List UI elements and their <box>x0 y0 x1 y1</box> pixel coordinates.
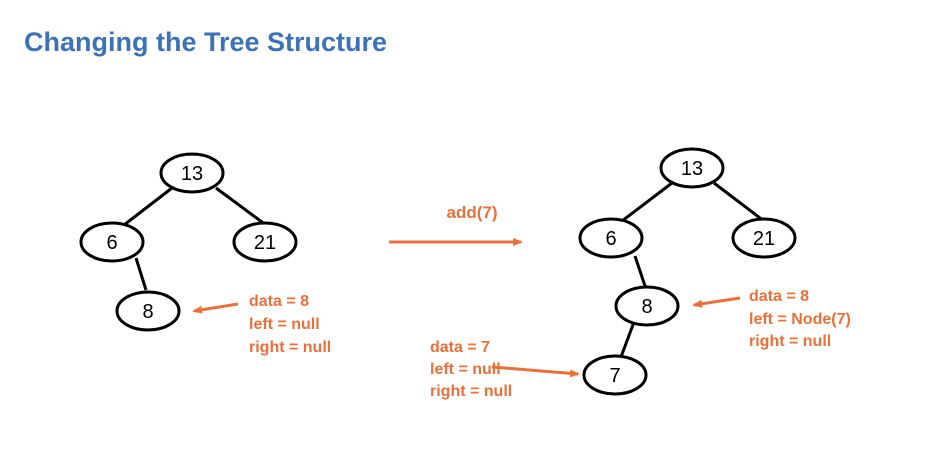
operation: add(7) <box>389 203 523 246</box>
edge-6-8 <box>134 257 148 291</box>
tree-node: 8 <box>614 285 680 327</box>
tree-node: 6 <box>79 221 145 263</box>
edge-13-6 <box>621 181 673 223</box>
node-label: 8 <box>142 301 153 323</box>
edge-13-21 <box>713 181 765 223</box>
tree-node: 8 <box>115 290 181 332</box>
tree-node: 7 <box>582 354 648 396</box>
annotation-line: right = null <box>249 339 331 356</box>
page-title: Changing the Tree Structure <box>24 27 388 57</box>
tree-node: 6 <box>578 217 644 259</box>
annotation-line: data = 7 <box>430 339 490 356</box>
edge-13-6 <box>123 186 173 227</box>
tree-node: 21 <box>731 217 797 259</box>
annotation-arrow <box>192 302 239 314</box>
edge-8-7 <box>619 321 636 358</box>
annotation-arrow <box>491 365 580 378</box>
annotation-arrow <box>692 296 741 308</box>
node-label: 13 <box>181 163 203 185</box>
annotation-line: left = null <box>249 316 320 333</box>
node-annotation: data = 8 left = Node(7) right = null <box>749 288 851 350</box>
tree-node: 21 <box>232 221 298 263</box>
after-tree: 13 6 21 8 7 data = 8 left = Node(7) righ… <box>430 147 851 400</box>
tree-node: 13 <box>659 147 725 189</box>
node-label: 6 <box>106 232 117 254</box>
node-label: 8 <box>641 296 652 318</box>
annotation-line: left = null <box>430 361 501 378</box>
before-tree: 13 6 21 8 data = 8 left = null right = n… <box>79 152 331 356</box>
node-annotation: data = 7 left = null right = null <box>430 339 512 400</box>
tree-node: 13 <box>159 152 225 194</box>
node-label: 13 <box>681 158 703 180</box>
node-label: 21 <box>753 228 775 250</box>
node-label: 7 <box>609 365 620 387</box>
node-label: 6 <box>605 228 616 250</box>
node-annotation: data = 8 left = null right = null <box>249 293 331 356</box>
operation-label: add(7) <box>447 203 498 222</box>
annotation-line: data = 8 <box>249 293 309 310</box>
edge-6-8 <box>633 255 647 287</box>
annotation-line: data = 8 <box>749 288 809 305</box>
annotation-line: right = null <box>749 333 831 350</box>
annotation-line: left = Node(7) <box>749 311 851 328</box>
node-label: 21 <box>254 232 276 254</box>
edge-13-21 <box>215 186 267 227</box>
annotation-line: right = null <box>430 383 512 400</box>
